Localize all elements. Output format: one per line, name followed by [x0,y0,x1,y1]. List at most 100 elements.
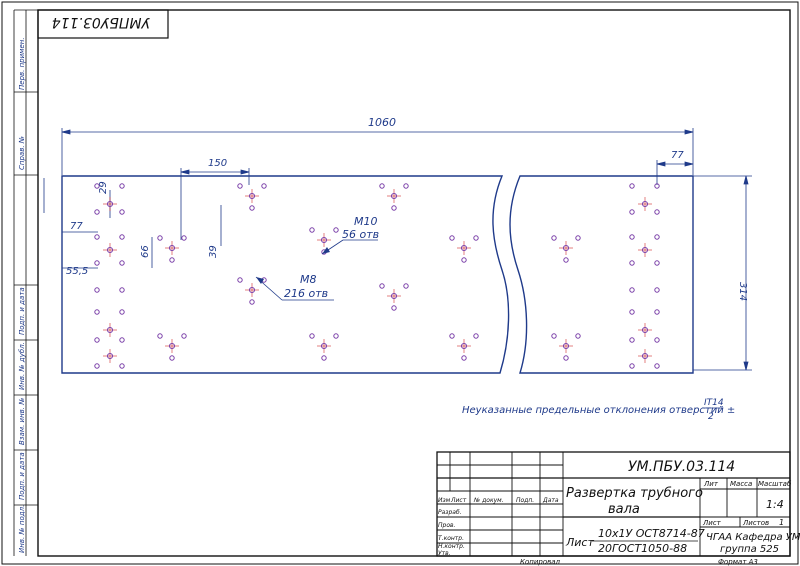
hole [461,257,467,263]
hole [391,305,397,311]
dim-overall-length-text: 1060 [368,116,396,129]
plate-left-outline [61,175,510,374]
dim-39: 39 [208,245,219,258]
hole-cluster [387,289,401,303]
row-izm: Изм [438,497,451,504]
hole [629,287,635,293]
hole [473,333,479,339]
row-podp: Подп. [516,497,534,504]
hole [320,236,328,244]
top-stamp-box [37,9,169,39]
hole [551,235,557,241]
top-stamp-code: УМПБУ03.114 [52,14,150,30]
left-strip-labels: Перв. примен. Справ. № Подп. и дата Инв.… [18,37,26,553]
hole [249,205,255,211]
hole [461,355,467,361]
hole [119,234,125,240]
hole [654,234,660,240]
hole [641,246,649,254]
row-list: Лист [450,497,467,504]
hole [629,309,635,315]
callout-m10-arrow [322,247,330,254]
strip-label: Справ. № [18,136,26,170]
hole [119,183,125,189]
hole [562,244,570,252]
dim-height-text: 314 [737,282,748,301]
hole [379,183,385,189]
scale-value: 1:4 [766,498,784,511]
hole [119,287,125,293]
hole [390,192,398,200]
hole-pattern [94,183,660,369]
hole [575,235,581,241]
hole-cluster [457,339,471,353]
left-strip [13,9,38,556]
hole [261,183,267,189]
hole [119,337,125,343]
title-name-line2: вала [608,502,640,517]
hole-cluster [245,189,259,203]
col-lit: Лит [703,480,719,488]
strip-label: Инв. № дубл. [18,342,26,390]
title-name-line1: Развертка трубного [566,486,703,501]
hole [403,183,409,189]
hole [168,244,176,252]
title-block-lines [436,451,791,557]
dim-pitch [180,168,250,240]
row-tkontr: Т.контр. [438,535,464,542]
hole [563,257,569,263]
row-razrab: Разраб. [438,509,462,516]
tolerance-denominator: 2 [708,412,714,422]
hole [237,183,243,189]
plate-right-outline [509,175,694,374]
hole [654,209,660,215]
hole-cluster [245,283,259,297]
hole [629,363,635,369]
row-utv: Утв. [438,550,451,557]
hole [379,283,385,289]
hole [641,200,649,208]
hole-cluster [387,189,401,203]
hole-cluster [559,241,573,255]
hole-cluster [457,241,471,255]
hole [248,192,256,200]
strip-label: Инв. № подл. [18,505,26,553]
hole-cluster [165,339,179,353]
hole [629,209,635,215]
dim-55-5: 55,5 [66,266,88,277]
hole-cluster [317,339,331,353]
dim-pitch-text: 150 [208,158,227,169]
org-line1: ЧГАА Кафедра УМ [706,532,800,543]
hole [321,355,327,361]
hole [563,355,569,361]
hole [169,355,175,361]
strip-label: Перв. примен. [18,37,26,90]
inner-frame [37,9,791,557]
hole-cluster [638,349,652,363]
row-prov: Пров. [438,522,456,529]
hole [460,342,468,350]
callout-m10-size: М10 [354,215,378,228]
title-material-top: 10х1У ОСТ8714-87 [598,527,705,540]
hole [94,260,100,266]
hole [333,333,339,339]
hole [654,363,660,369]
dim-height [693,175,752,371]
callout-m8-arrow [256,277,264,284]
row-date: Дата [542,497,559,504]
col-mass: Масса [730,480,752,488]
hole-cluster [165,241,179,255]
dim-66: 66 [140,245,151,258]
hole [106,246,114,254]
hole [309,227,315,233]
callout-m8-size: М8 [300,273,317,286]
hole [449,333,455,339]
hole [157,333,163,339]
hole [654,337,660,343]
hole [119,363,125,369]
strip-label: Подп. и дата [18,452,26,500]
sheets-value: 1 [779,518,784,527]
hole [94,183,100,189]
hole-cluster [103,243,117,257]
